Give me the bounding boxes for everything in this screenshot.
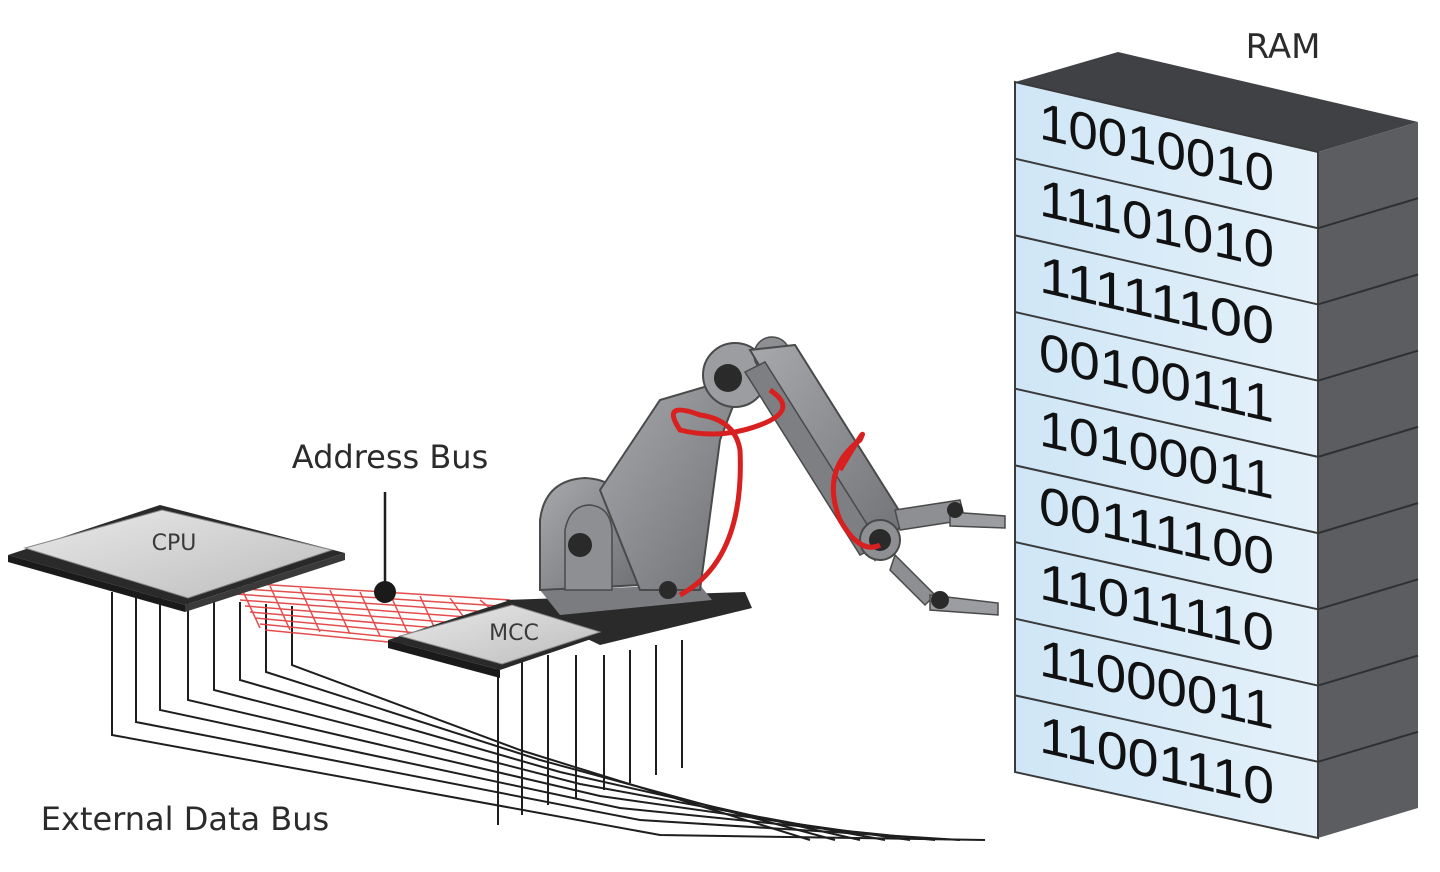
ram-row-divider: [1014, 464, 1319, 535]
ram-side-divider: [1317, 425, 1419, 458]
ram-block: 1001001011101010111111000010011110100011…: [1014, 52, 1419, 840]
ram-row-divider: [1014, 617, 1319, 687]
ram-side-divider: [1317, 349, 1419, 382]
robot-arm: [505, 336, 1006, 645]
ram-side-divider: [1317, 273, 1419, 306]
ram-side-divider: [1317, 197, 1419, 230]
ram-side-divider: [1317, 730, 1419, 763]
ram-row-divider: [1014, 311, 1319, 382]
external-data-bus-label: External Data Bus: [41, 800, 329, 838]
ram-side-divider: [1317, 654, 1419, 687]
ram-row-divider: [1014, 387, 1319, 458]
ram-side-divider: [1317, 578, 1419, 611]
ram-row-divider: [1014, 541, 1319, 611]
ram-side-divider: [1317, 502, 1419, 535]
ram-title: RAM: [1246, 27, 1321, 67]
address-bus-dot: [374, 581, 396, 603]
ram-row-divider: [1014, 157, 1319, 230]
cpu-chip: CPU: [8, 505, 345, 612]
address-bus-label: Address Bus: [292, 438, 489, 476]
cpu-label: CPU: [152, 531, 197, 556]
mcc-chip: MCC: [388, 600, 612, 678]
ram-row-divider: [1014, 694, 1319, 763]
external-data-bus-wires: [111, 592, 986, 841]
mcc-label: MCC: [489, 621, 539, 646]
ram-row-divider: [1014, 234, 1319, 306]
